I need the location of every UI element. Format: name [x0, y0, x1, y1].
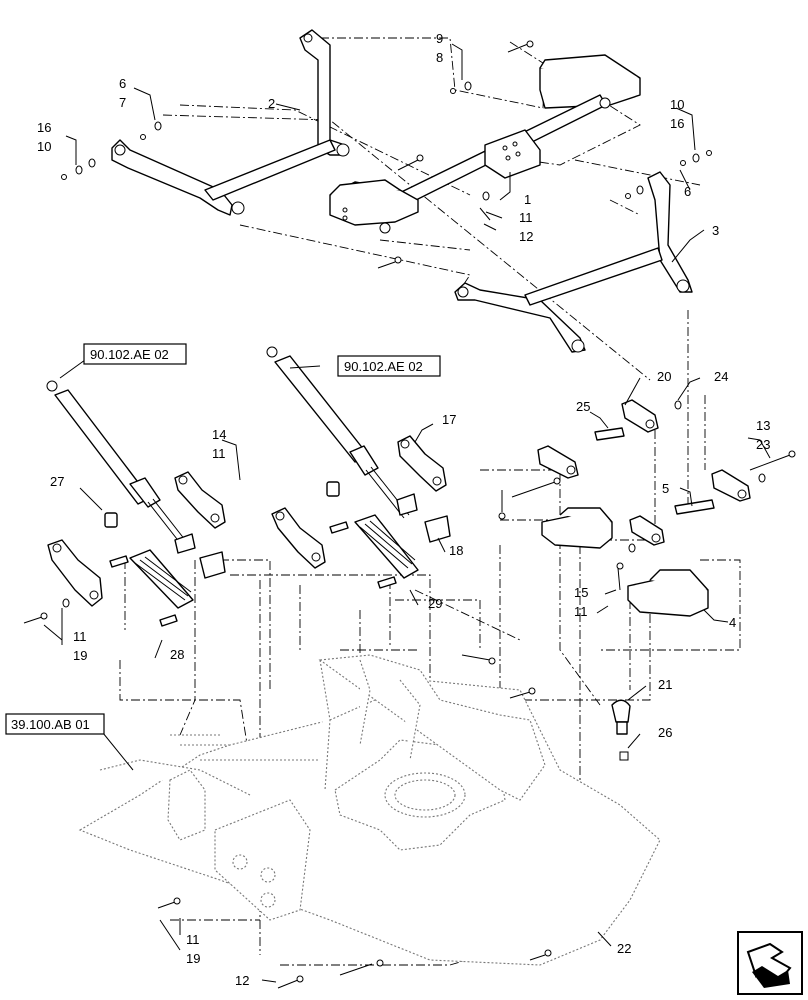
- callout-29: 29: [428, 596, 442, 611]
- callout-14: 14: [212, 427, 226, 442]
- hardware-top: [61, 40, 712, 269]
- callout-6: 6: [684, 184, 691, 199]
- callout-labels: 9 8 6 7 2 16 10 10 16 6 1 11 12 3 20 24 …: [37, 31, 770, 988]
- callout-24: 24: [714, 369, 728, 384]
- callout-27: 27: [50, 474, 64, 489]
- callout-23: 23: [756, 437, 770, 452]
- strut-left: [46, 380, 190, 549]
- callout-11: 11: [186, 932, 200, 947]
- callout-21: 21: [658, 677, 672, 692]
- callout-16: 16: [37, 120, 51, 135]
- part-3-lift-bar: [454, 171, 693, 353]
- callout-7: 7: [119, 95, 126, 110]
- callout-18: 18: [449, 543, 463, 558]
- callout-3: 3: [712, 223, 719, 238]
- hardware-bottom: [23, 598, 552, 989]
- callout-26: 26: [658, 725, 672, 740]
- callout-19: 19: [73, 648, 87, 663]
- callout-25: 25: [576, 399, 590, 414]
- callout-16: 16: [670, 116, 684, 131]
- part-1-pivot-assembly: [329, 54, 641, 234]
- callout-2: 2: [268, 96, 275, 111]
- strut-right: [266, 346, 410, 519]
- reference-label: 90.102.AE 02: [344, 359, 423, 374]
- callout-20: 20: [657, 369, 671, 384]
- callout-13: 13: [756, 418, 770, 433]
- reference-box-deck[interactable]: 39.100.AB 01: [5, 713, 105, 735]
- navigation-arrow-icon[interactable]: [737, 931, 803, 995]
- callout-19: 19: [186, 951, 200, 966]
- callout-28: 28: [170, 647, 184, 662]
- callout-10: 10: [37, 139, 51, 154]
- mower-deck: [78, 654, 661, 966]
- callout-5: 5: [662, 481, 669, 496]
- reference-label: 90.102.AE 02: [90, 347, 169, 362]
- callout-9: 9: [436, 31, 443, 46]
- callout-10: 10: [670, 97, 684, 112]
- callout-1: 1: [524, 192, 531, 207]
- callout-6: 6: [119, 76, 126, 91]
- callout-12: 12: [235, 973, 249, 988]
- callout-11: 11: [519, 210, 533, 225]
- callout-22: 22: [617, 941, 631, 956]
- callout-11: 11: [73, 629, 87, 644]
- reference-box-strut-right[interactable]: 90.102.AE 02: [337, 355, 441, 377]
- part-2-lift-bar: [111, 29, 350, 216]
- right-links: [498, 399, 796, 931]
- callout-17: 17: [442, 412, 456, 427]
- reference-box-strut-left[interactable]: 90.102.AE 02: [83, 343, 187, 365]
- callout-11: 11: [574, 604, 588, 619]
- callout-15: 15: [574, 585, 588, 600]
- callout-4: 4: [729, 615, 736, 630]
- callout-8: 8: [436, 50, 443, 65]
- reference-label: 39.100.AB 01: [11, 717, 90, 732]
- callout-11: 11: [212, 446, 226, 461]
- callout-12: 12: [519, 229, 533, 244]
- leader-lines: [43, 43, 771, 983]
